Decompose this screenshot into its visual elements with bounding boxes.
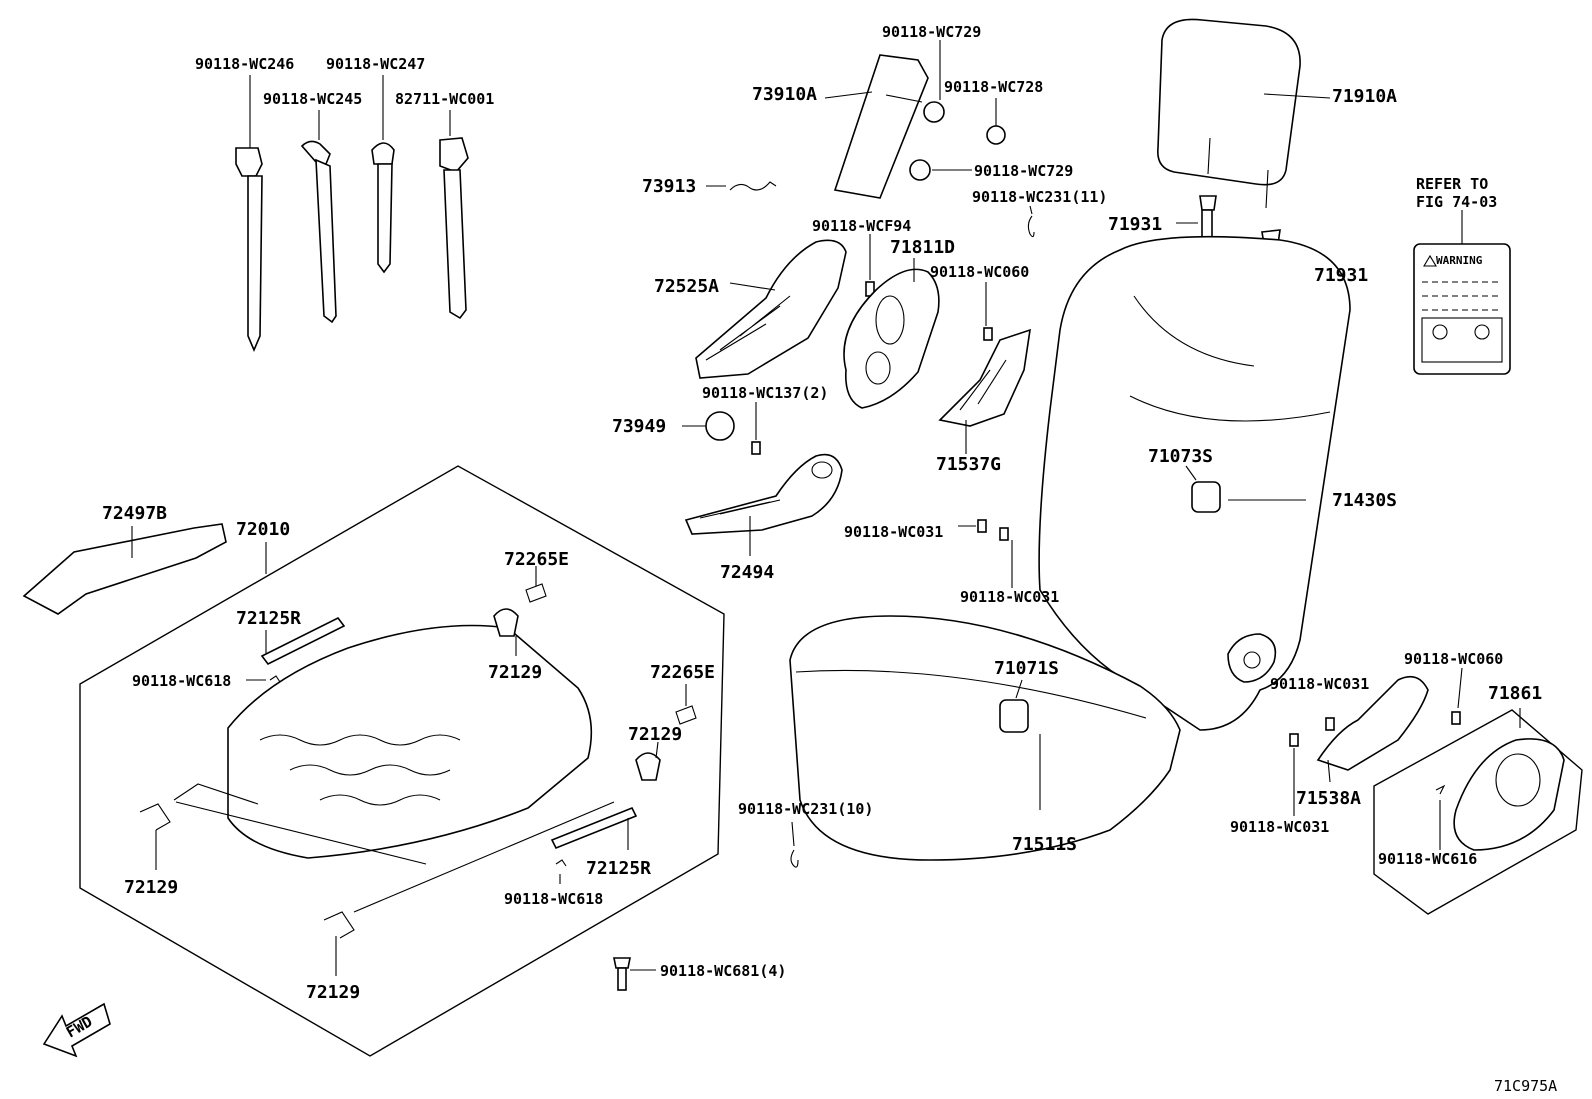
label-90118-wc231-11: 90118-WC231(11)	[972, 188, 1107, 206]
label-90118-wc728: 90118-WC728	[944, 78, 1043, 96]
label-72129-b: 72129	[628, 724, 682, 745]
label-72125r-top: 72125R	[236, 608, 301, 629]
label-90118-wc031-d: 90118-WC031	[1230, 818, 1329, 836]
label-72494: 72494	[720, 562, 774, 583]
label-90118-wc618-bot: 90118-WC618	[504, 890, 603, 908]
label-90118-wc618-top: 90118-WC618	[132, 672, 231, 690]
refer-note-line1: REFER TO	[1416, 175, 1488, 193]
label-90118-wc031-a: 90118-WC031	[844, 523, 943, 541]
label-90118-wc247: 90118-WC247	[326, 55, 425, 73]
label-73949: 73949	[612, 416, 666, 437]
label-72010: 72010	[236, 519, 290, 540]
refer-note-line2: FIG 74-03	[1416, 193, 1497, 211]
recliner-cover-left	[695, 234, 875, 379]
label-90118-wc231-10: 90118-WC231(10)	[738, 800, 873, 818]
warning-label-text: WARNING	[1436, 254, 1483, 267]
label-90118-wc681: 90118-WC681(4)	[660, 962, 786, 980]
fwd-arrow: FWD	[42, 1002, 111, 1058]
label-72525a: 72525A	[654, 276, 719, 297]
label-71430s: 71430S	[1332, 490, 1397, 511]
label-72265e-top: 72265E	[504, 549, 569, 570]
label-90118-wc060-right: 90118-WC060	[1404, 650, 1503, 668]
label-72125r-bot: 72125R	[586, 858, 651, 879]
figure-code: 71C975A	[1494, 1077, 1557, 1095]
label-90118-wc031-b: 90118-WC031	[960, 588, 1059, 606]
label-71910a: 71910A	[1332, 86, 1397, 107]
recliner-lever	[684, 453, 843, 556]
recliner-cover-inner	[682, 258, 993, 455]
recliner-shield	[938, 328, 1031, 454]
part-labels: 90118-WC246 90118-WC247 90118-WC245 8271…	[102, 23, 1557, 1095]
label-72129-d: 72129	[306, 982, 360, 1003]
seat-frame-assembly	[22, 465, 725, 1057]
label-72129-a: 72129	[488, 662, 542, 683]
warning-label	[1413, 210, 1511, 375]
label-72265e-right: 72265E	[650, 662, 715, 683]
label-90118-wc246: 90118-WC246	[195, 55, 294, 73]
label-90118-wc245: 90118-WC245	[263, 90, 362, 108]
label-71071s: 71071S	[994, 658, 1059, 679]
label-71073s: 71073S	[1148, 446, 1213, 467]
label-73910a: 73910A	[752, 84, 817, 105]
label-71511s: 71511S	[1012, 834, 1077, 855]
label-90118-wc137: 90118-WC137(2)	[702, 384, 828, 402]
label-90118-wcf94: 90118-WCF94	[812, 217, 911, 235]
seat-cushion	[789, 615, 1181, 868]
right-recliner-parts	[1289, 667, 1583, 915]
label-72129-c: 72129	[124, 877, 178, 898]
label-72497b: 72497B	[102, 503, 167, 524]
label-90118-wc060-top: 90118-WC060	[930, 263, 1029, 281]
label-71861: 71861	[1488, 683, 1542, 704]
label-71931-bot: 71931	[1314, 265, 1368, 286]
label-90118-wc031-c: 90118-WC031	[1270, 675, 1369, 693]
label-82711-wc001: 82711-WC001	[395, 90, 494, 108]
label-71811d: 71811D	[890, 237, 955, 258]
label-90118-wc729-top: 90118-WC729	[882, 23, 981, 41]
label-71538a: 71538A	[1296, 788, 1361, 809]
label-90118-wc616: 90118-WC616	[1378, 850, 1477, 868]
cable-tie-group	[235, 75, 469, 353]
label-73913: 73913	[642, 176, 696, 197]
label-90118-wc729-mid: 90118-WC729	[974, 162, 1073, 180]
seatback	[958, 235, 1351, 731]
label-71537g: 71537G	[936, 454, 1001, 475]
label-71931-top: 71931	[1108, 214, 1162, 235]
armrest-cover	[706, 40, 1035, 238]
